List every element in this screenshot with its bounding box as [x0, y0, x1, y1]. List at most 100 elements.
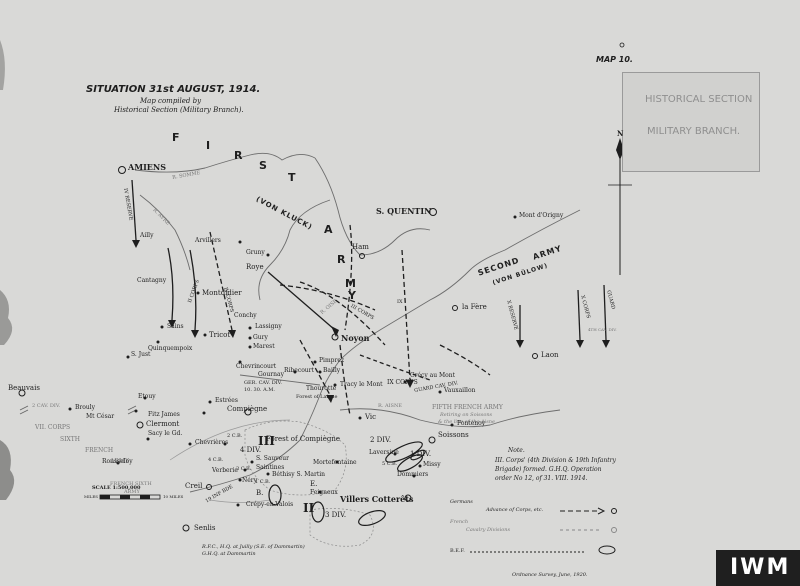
- town-dot: [438, 390, 442, 394]
- town-senlis: Senlis: [194, 524, 216, 532]
- sixth-french-lower: FRENCH SIXTH: [110, 481, 152, 487]
- town-clermont: Clermont: [146, 420, 180, 428]
- legend-german-cav: [611, 508, 617, 514]
- vii-corps-label: VII. CORPS: [35, 424, 71, 431]
- town-dot: [358, 416, 362, 420]
- iwm-logo-text: IWM: [730, 555, 791, 580]
- iwm-watermark: IWM: [716, 550, 800, 586]
- town-feigneux: Feigneux: [310, 489, 338, 496]
- road: [209, 499, 271, 503]
- town-laversine: Laversine: [369, 449, 399, 456]
- town-arvillers: Arvillers: [195, 237, 221, 244]
- first-army-letter: I: [206, 139, 212, 152]
- town-dot: [418, 464, 422, 468]
- arrowhead: [168, 320, 176, 328]
- town-marker-soissons: [428, 436, 436, 444]
- fifth-french-line1: FIFTH FRENCH ARMY: [432, 404, 503, 411]
- town-dot: [250, 460, 254, 464]
- stamp-line1: HISTORICAL SECTION: [645, 94, 753, 105]
- unit-3-cb: 3 C.B.: [236, 466, 252, 472]
- paper-stain: [0, 40, 5, 90]
- town-mont-origny: Mont d'Origny: [519, 212, 564, 219]
- town-marker-senlis: [182, 524, 190, 532]
- town-dot: [238, 240, 242, 244]
- unit-iii-corps-bef: III: [258, 434, 275, 448]
- town-dot: [248, 336, 252, 340]
- town-chevrincourt: Chevrincourt: [236, 363, 277, 370]
- town-dot: [126, 355, 130, 359]
- town-saintines: Saintines: [256, 464, 285, 471]
- scale-miles-left: MILES: [84, 494, 98, 499]
- town-dot: [318, 490, 322, 494]
- town-tricot: Tricot: [209, 331, 231, 339]
- town-dot: [393, 452, 397, 456]
- unit-e: E.: [310, 480, 318, 488]
- town-vauxaillon: Vauxaillon: [444, 387, 476, 394]
- unit-2-div: 2 DIV.: [370, 436, 392, 444]
- arrow-ger-cav: [299, 339, 331, 396]
- town-estrees: Estrées: [215, 397, 238, 404]
- town-thourotte: Thourotte: [306, 385, 337, 392]
- sixth-french-c: ARMY: [110, 458, 129, 465]
- road: [169, 419, 291, 461]
- unit-b: B.: [256, 489, 264, 497]
- arrowhead: [576, 340, 584, 348]
- town-marker-villers: [404, 494, 412, 502]
- town-marker-amiens: [118, 166, 126, 174]
- town-verberie: Verberie: [212, 467, 238, 474]
- paper-stain: [0, 440, 15, 500]
- unit-3-div: 3 DIV.: [325, 511, 347, 519]
- town-crecy: Crécy au Mont: [410, 372, 456, 379]
- town-marker-la-fere: [452, 305, 458, 311]
- town-montdidier: Montdidier: [202, 289, 242, 297]
- town-fontenoy: Fontenoy: [457, 420, 486, 427]
- arrow-ii-corps: [167, 247, 174, 321]
- bef-2-div: [385, 441, 423, 463]
- river-aisne-label: R. AISNE: [378, 403, 402, 409]
- town-sains: Sains: [167, 323, 184, 330]
- town-dot: [116, 461, 120, 465]
- arrowhead: [228, 330, 236, 338]
- first-army-letter: Y: [348, 289, 357, 302]
- legend-advance: Advance of Corps, etc.: [486, 507, 544, 513]
- town-dot: [248, 345, 252, 349]
- town-dot: [223, 442, 227, 446]
- legend-germans: Germans: [450, 499, 473, 505]
- town-dot: [208, 400, 212, 404]
- arrow-x-corps: [577, 289, 581, 341]
- town-missy: Missy: [423, 461, 441, 468]
- town-lassigny: Lassigny: [255, 323, 282, 330]
- arrow-ix-corps: [299, 281, 386, 346]
- fifth-french-line3: & the line of the Aisne: [438, 419, 495, 425]
- river-oise: [189, 209, 581, 493]
- note-line2: Brigade) formed. G.H.Q. Operation: [495, 466, 602, 473]
- town-dot: [134, 409, 138, 413]
- town-dot: [333, 383, 337, 387]
- town-crepy: Crépy-en-Valois: [246, 501, 294, 508]
- town-bethisy: Béthisy S. Martin: [272, 471, 326, 478]
- town-sacy: Sacy le Gd.: [148, 430, 183, 437]
- bef-1-div: [410, 449, 426, 461]
- legend-french: French: [450, 519, 469, 525]
- archive-stamp: HISTORICAL SECTION MILITARY BRANCH.: [622, 72, 760, 172]
- first-army-letter: R: [337, 253, 347, 266]
- note-heading: Note.: [508, 447, 525, 454]
- town-mt-cesar: Mt César: [86, 413, 115, 420]
- town-marker-laon: [532, 353, 538, 359]
- town-laon: Laon: [541, 351, 559, 359]
- town-dot: [236, 503, 240, 507]
- map-subtitle-line2: Historical Section (Military Branch).: [114, 106, 244, 114]
- arrow-iii-corps: [279, 284, 376, 311]
- french-cav-symbol: [127, 405, 137, 415]
- town-bailly: Bailly: [323, 367, 341, 374]
- arrow-roye-noyon: [267, 271, 336, 331]
- map-subtitle-line1: Map compiled by: [140, 97, 202, 105]
- map-title: SITUATION 31st AUGUST, 1914.: [86, 84, 261, 95]
- town-dot: [203, 333, 207, 337]
- town-marker-compiegne: [244, 408, 252, 416]
- arrow-guard-cav: [359, 354, 431, 381]
- town-dot: [156, 340, 160, 344]
- town-quinquempoix: Quinquempoix: [148, 345, 193, 352]
- legend-german-arrowhead: [597, 507, 606, 515]
- town-brouly: Brouly: [75, 404, 96, 411]
